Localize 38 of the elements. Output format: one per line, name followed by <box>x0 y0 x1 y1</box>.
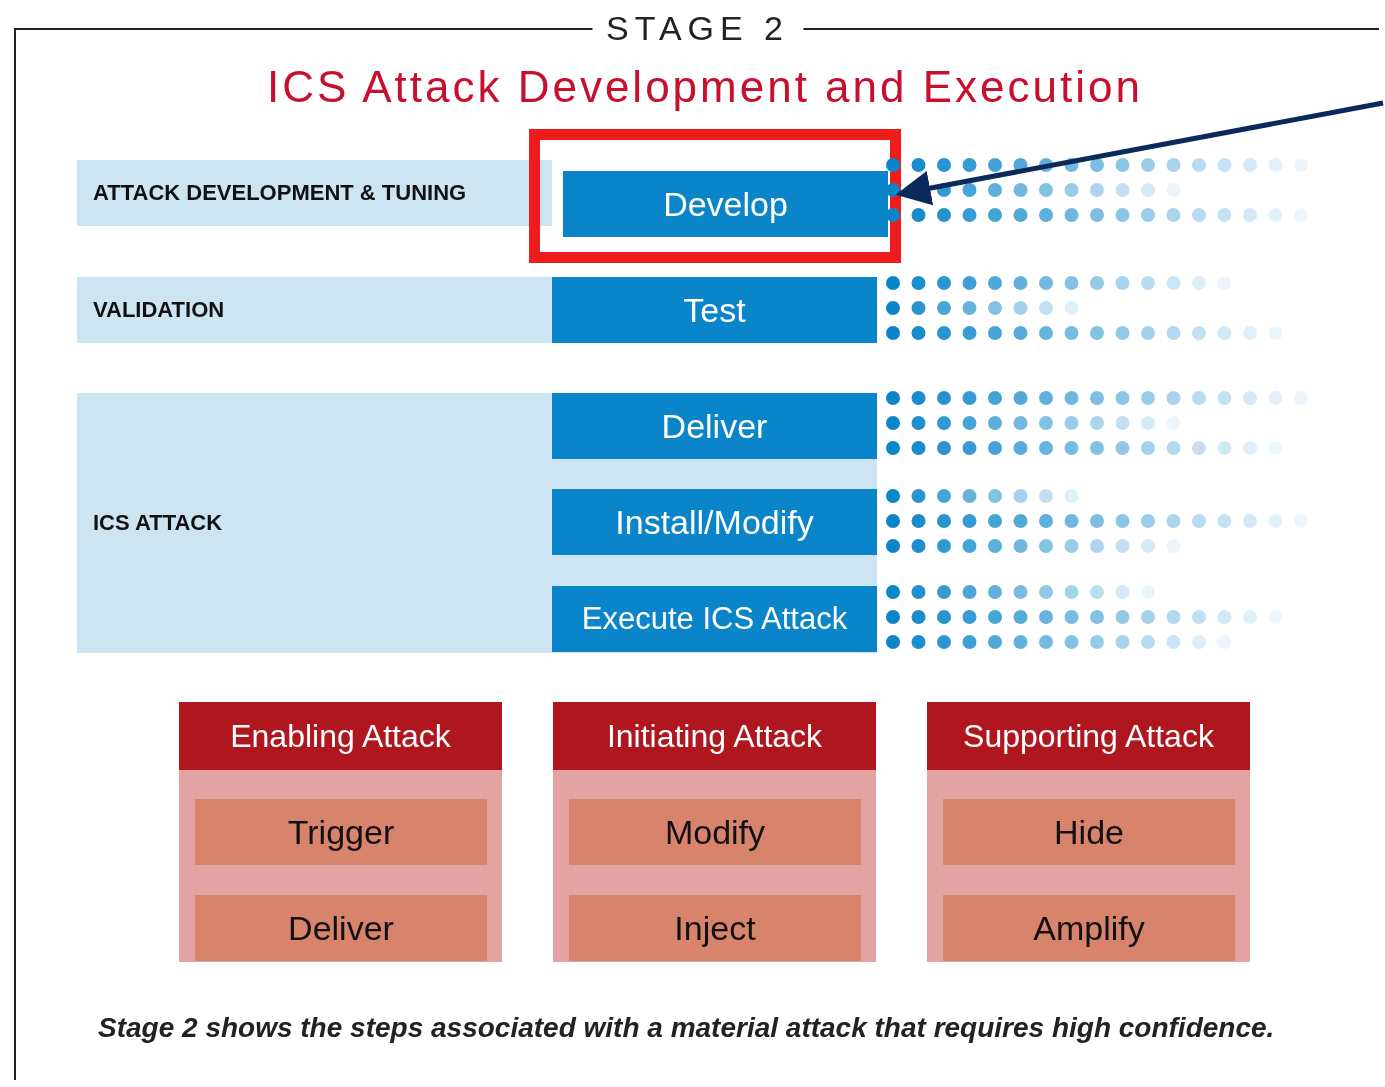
step-box <box>195 895 487 961</box>
step-label: Trigger <box>286 811 396 853</box>
step-box <box>552 277 877 343</box>
panel-heading: Initiating Attack <box>553 702 876 770</box>
row-band <box>77 160 552 226</box>
caption: Stage 2 shows the steps associated with a material attack that requires high confidence. <box>98 1012 1275 1044</box>
row-band <box>77 277 552 343</box>
step-box <box>943 799 1235 865</box>
step-label: Deliver <box>287 907 395 949</box>
step-box <box>569 895 861 961</box>
step-box <box>552 393 877 459</box>
arrow <box>895 100 1384 206</box>
step-label: Install/Modify <box>614 501 815 543</box>
step-label: Amplify <box>1032 907 1146 949</box>
attack-panel <box>553 702 876 962</box>
step-box <box>569 799 861 865</box>
diagram-title: ICS Attack Development and Execution <box>266 62 1144 112</box>
step-label: Modify <box>663 811 767 853</box>
step-label: Execute ICS Attack <box>580 600 849 638</box>
row-band <box>77 393 877 653</box>
panel-heading: Supporting Attack <box>927 702 1250 770</box>
row-label: ATTACK DEVELOPMENT & TUNING <box>93 179 467 207</box>
step-box <box>552 489 877 555</box>
step-label: Test <box>682 289 747 331</box>
step-box <box>195 799 487 865</box>
step-label: Deliver <box>660 405 769 447</box>
step-label: Develop <box>662 183 789 225</box>
step-box <box>552 586 877 652</box>
panel-heading: Enabling Attack <box>179 702 502 770</box>
step-label: Inject <box>673 907 757 949</box>
row-label: ICS ATTACK <box>93 509 223 537</box>
row-label: VALIDATION <box>93 296 225 324</box>
highlight-frame <box>529 129 901 263</box>
step-box <box>943 895 1235 961</box>
step-label: Hide <box>1053 811 1125 853</box>
step-box <box>563 171 888 237</box>
attack-panel <box>927 702 1250 962</box>
attack-panel <box>179 702 502 962</box>
